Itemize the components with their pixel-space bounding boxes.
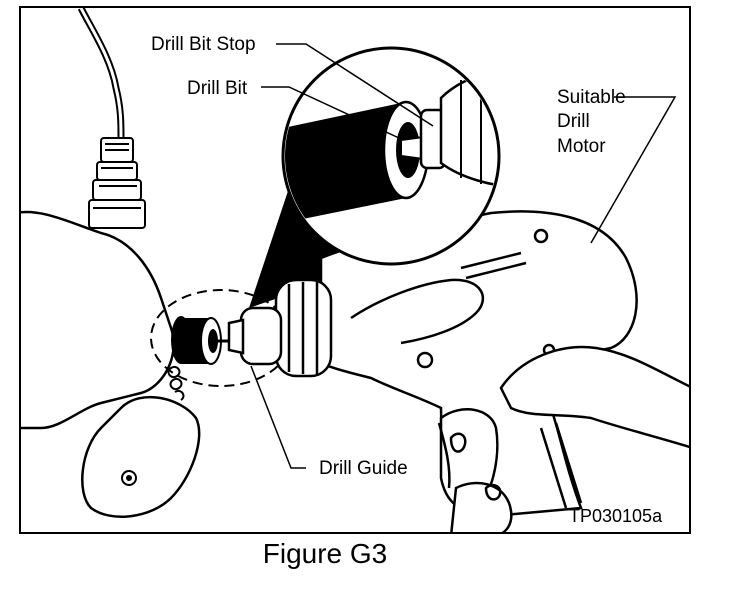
label-drill-bit-stop: Drill Bit Stop <box>151 34 256 55</box>
magnified-view <box>281 46 501 266</box>
drill-illustration <box>21 8 689 532</box>
drill-guide-part <box>171 316 243 365</box>
leader-lines <box>250 43 677 469</box>
label-drill-bit: Drill Bit <box>187 78 248 99</box>
label-motor: Motor <box>557 136 606 157</box>
figure-frame: Drill Bit Stop Drill Bit Suitable Drill … <box>19 6 691 534</box>
figure-caption: Figure G3 <box>262 538 388 569</box>
hand <box>437 345 689 532</box>
label-drill-guide: Drill Guide <box>319 458 408 479</box>
power-cable <box>77 8 125 139</box>
zoom-projection <box>249 188 381 308</box>
cable-connector <box>88 137 146 229</box>
label-drill: Drill <box>557 111 590 132</box>
figure-code: TP030105a <box>569 506 663 526</box>
label-suitable: Suitable <box>557 87 626 108</box>
workpiece-housing <box>21 210 175 430</box>
